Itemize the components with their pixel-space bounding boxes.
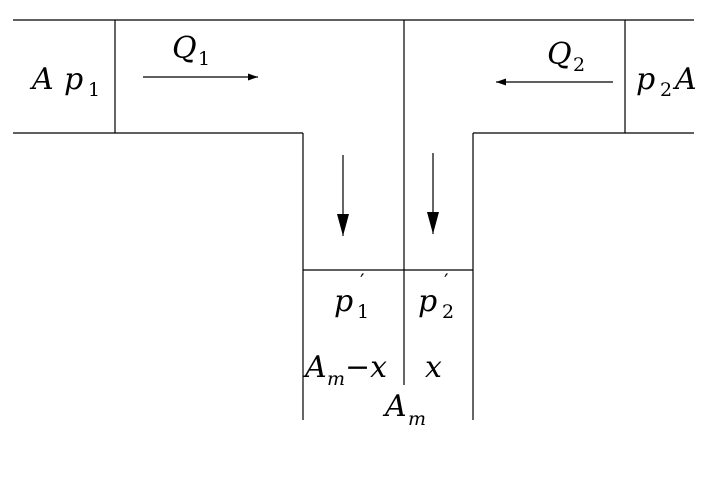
label-area-am-sub: m [408, 408, 426, 430]
label-flow-q2: Q [547, 37, 572, 72]
label-flow-q1-sub: 1 [198, 48, 210, 70]
label-pressure-right-sub: 2 [660, 79, 672, 101]
label-p1-prime: p [334, 284, 353, 319]
label-area-x: x [425, 350, 442, 385]
label-pressure-right: p [636, 62, 655, 97]
label-flow-q2-sub: 2 [573, 54, 585, 76]
label-pressure-left: p [64, 62, 83, 97]
flow-arrows [143, 73, 613, 236]
label-area-am-minus-x-sub: m [327, 368, 345, 390]
label-pressure-left-sub: 1 [88, 79, 100, 101]
label-area-am: A [382, 389, 407, 424]
label-area-left: A [29, 62, 54, 97]
label-p1-prime-mark: ′ [360, 269, 365, 293]
label-area-right: A [672, 62, 697, 97]
label-area-am-minus-x-rest: −x [345, 350, 387, 385]
pipe-walls [13, 19, 694, 420]
label-p2-prime-sub: 2 [442, 301, 454, 323]
label-p2-prime: p [418, 284, 437, 319]
label-flow-q1: Q [172, 31, 197, 66]
label-area-am-minus-x: A [302, 350, 327, 385]
label-p1-prime-sub: 1 [357, 301, 369, 323]
label-p2-prime-mark: ′ [444, 269, 449, 293]
